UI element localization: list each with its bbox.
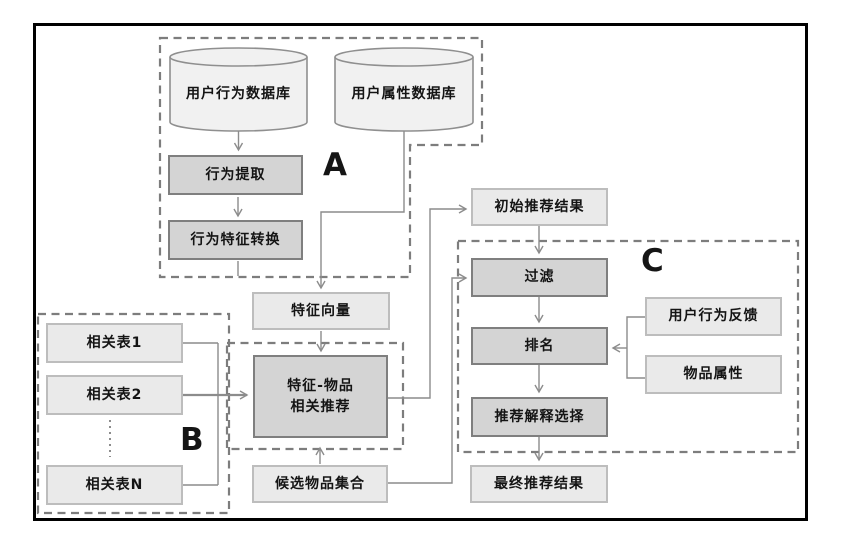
connector-related-tables-bus [183,342,219,486]
node-explanation-selection: 推荐解释选择 [471,397,608,437]
node-user-behavior-feedback: 用户行为反馈 [645,297,782,336]
label-user-attribute-db: 用户属性数据库 [351,86,457,102]
database-cylinder-user-behavior [169,47,308,132]
node-candidate-item-set: 候选物品集合 [252,465,388,503]
node-item-attributes: 物品属性 [645,355,782,394]
region-b-outline [36,312,231,515]
region-label-c: C [641,243,664,279]
database-cylinder-user-attribute [334,47,474,132]
node-related-table-2: 相关表2 [46,375,183,415]
connector-feedback-attrs-bus [626,316,645,379]
connector-attributedb-to-featurevector [316,131,405,290]
node-related-table-1: 相关表1 [46,323,183,363]
node-related-table-n: 相关表N [46,465,183,505]
node-initial-result: 初始推荐结果 [471,188,608,226]
node-feature-item-recommend: 特征-物品 相关推荐 [253,355,388,438]
node-behavior-extraction: 行为提取 [168,155,303,195]
region-a-outline [158,36,484,279]
node-final-result: 最终推荐结果 [470,465,608,503]
node-feature-vector: 特征向量 [252,292,390,330]
connector-recommend-to-initialresult [388,204,468,399]
node-ranking: 排名 [471,327,608,365]
region-label-b: B [180,422,204,458]
region-mid-outline [225,341,405,451]
region-c-outline [456,239,800,454]
connector-candidates-to-filter [388,273,468,484]
node-behavior-feature-transform: 行为特征转换 [168,220,303,260]
label-user-behavior-db: 用户行为数据库 [186,86,291,102]
region-label-a: A [323,147,347,183]
node-filter: 过滤 [471,258,608,297]
